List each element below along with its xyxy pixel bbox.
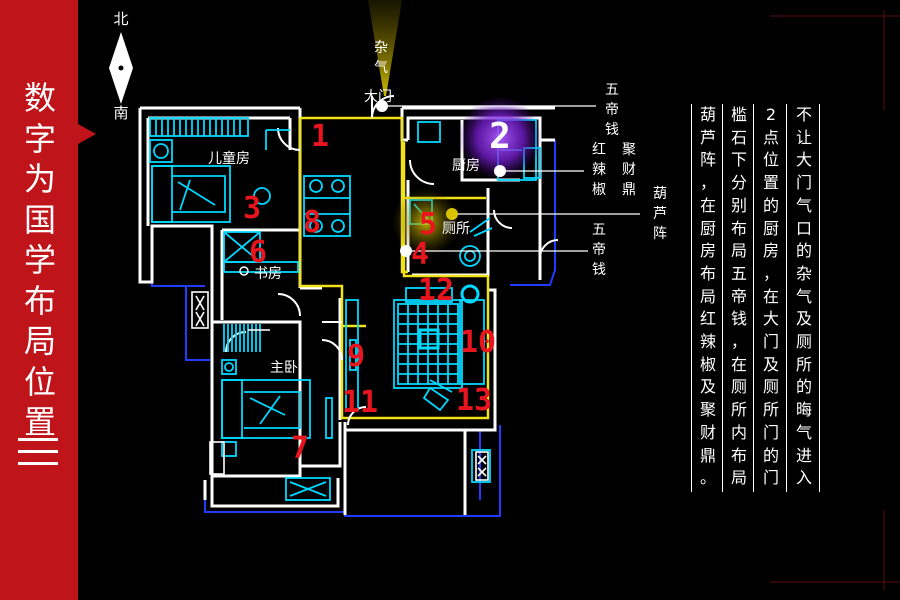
marker-6: 6 xyxy=(249,235,267,270)
main-door-label: 大门 xyxy=(364,89,392,105)
ding-label: 聚财鼎 xyxy=(622,142,636,198)
marker-10: 10 xyxy=(460,325,496,360)
gourd-marker xyxy=(446,208,458,220)
marker-7: 7 xyxy=(291,431,309,466)
white-fixtures xyxy=(191,291,489,481)
desc-border xyxy=(722,104,723,492)
description-column-1: 不让大门气口的杂气及厕所的晦气进入 xyxy=(795,105,812,488)
marker-11: 11 xyxy=(342,385,378,420)
purple-glow xyxy=(458,96,542,180)
marker-12: 12 xyxy=(418,273,454,308)
coins-label-top: 五帝钱 xyxy=(605,82,619,138)
air-label: 杂气 xyxy=(374,40,388,76)
sidebar-title: 数字为国学布局位置 xyxy=(23,79,56,441)
callout-lines xyxy=(382,105,640,252)
marker-13: 13 xyxy=(456,383,492,418)
desc-border xyxy=(786,104,787,492)
room-label-toilet: 厕所 xyxy=(442,221,470,237)
room-label-kitchen: 厨房 xyxy=(452,158,480,174)
desc-border xyxy=(819,104,820,492)
description-column-3: 槛石下分别布局五帝钱，在厕所内布局 xyxy=(730,105,747,488)
marker-5: 5 xyxy=(419,207,437,242)
marker-2: 2 xyxy=(489,116,511,157)
room-label-study: 书房 xyxy=(254,266,282,282)
decor-lines xyxy=(770,10,900,590)
sidebar xyxy=(0,0,78,600)
desc-border xyxy=(753,104,754,492)
coins-label-mid: 五帝钱 xyxy=(592,222,606,278)
study-dot-icon xyxy=(239,266,249,276)
marker-1: 1 xyxy=(311,119,329,154)
chili-label: 红辣椒 xyxy=(592,142,606,198)
point-markers xyxy=(376,100,506,257)
compass-north-label: 北 xyxy=(113,10,129,28)
marker-3: 3 xyxy=(243,191,261,226)
marker-4: 4 xyxy=(411,237,429,272)
room-label-master: 主卧 xyxy=(270,360,298,376)
gourd-label: 葫芦阵 xyxy=(653,186,667,242)
compass-south-label: 南 xyxy=(113,104,129,122)
yellow-glow xyxy=(392,188,460,256)
marker-9: 9 xyxy=(347,339,365,374)
marker-8: 8 xyxy=(303,205,321,240)
sidebar-arrow xyxy=(78,124,96,144)
desc-border xyxy=(691,104,692,492)
sidebar-number-mark xyxy=(18,438,58,468)
room-label-kids: 儿童房 xyxy=(208,150,250,167)
air-beam xyxy=(368,0,402,96)
compass xyxy=(109,32,133,104)
description-column-4: 葫芦阵，在厨房布局红辣椒及聚财鼎。 xyxy=(699,105,716,488)
